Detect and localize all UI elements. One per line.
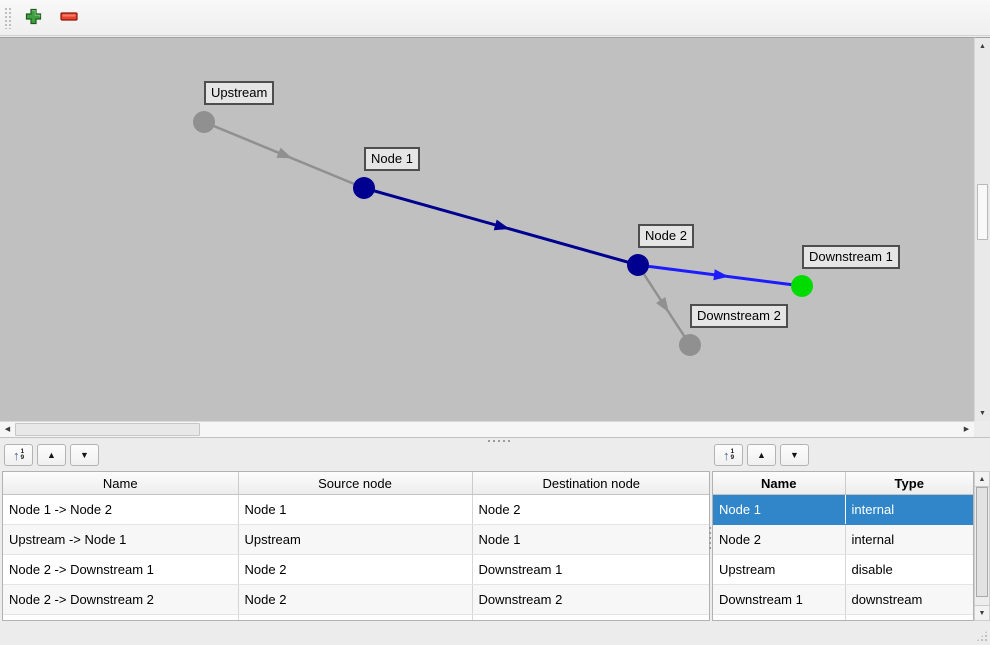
move-down-button[interactable]: ▼ <box>70 444 99 466</box>
empty-row <box>3 614 709 620</box>
table-cell[interactable]: Downstream 2 <box>472 584 709 615</box>
table-cell[interactable]: internal <box>845 524 973 555</box>
up-arrow-icon: ▲ <box>757 449 766 460</box>
add-button[interactable] <box>19 4 47 32</box>
column-header[interactable]: Name <box>3 472 239 495</box>
table-cell[interactable]: Node 2 -> Downstream 2 <box>3 584 239 615</box>
table-cell[interactable]: Node 1 <box>238 494 473 525</box>
horizontal-scroll-thumb[interactable] <box>15 423 200 436</box>
move-up-button[interactable]: ▲ <box>747 444 776 466</box>
table-cell[interactable]: Upstream -> Node 1 <box>3 524 239 555</box>
toolbar-drag-handle[interactable] <box>4 6 11 29</box>
empty-row <box>713 614 973 620</box>
window-resize-grip[interactable] <box>976 630 988 642</box>
splitter-grip-icon <box>488 440 490 442</box>
graph-node[interactable] <box>679 334 701 356</box>
splitter-grip-icon <box>709 527 711 529</box>
vertical-splitter[interactable] <box>709 471 712 621</box>
down-arrow-icon: ▼ <box>979 409 986 417</box>
down-arrow-icon: ▼ <box>790 449 799 460</box>
table-cell[interactable]: Downstream 1 <box>713 584 846 615</box>
table-scroll-thumb[interactable] <box>976 487 988 597</box>
vertical-scroll-thumb[interactable] <box>977 184 988 240</box>
graph-svg <box>193 111 813 356</box>
canvas-horizontal-scrollbar[interactable]: ◀ ▶ <box>0 421 974 437</box>
table-cell[interactable]: Upstream <box>713 554 846 585</box>
table-cell[interactable]: Node 2 <box>238 584 473 615</box>
move-up-button[interactable]: ▲ <box>37 444 66 466</box>
graph-node[interactable] <box>791 275 813 297</box>
table-cell[interactable]: Node 2 <box>713 524 846 555</box>
graph-node[interactable] <box>193 111 215 133</box>
table-cell[interactable]: Node 1 <box>472 524 709 555</box>
up-arrow-icon: ▲ <box>979 42 986 50</box>
edge-arrow-icon <box>493 219 510 231</box>
scroll-up-button[interactable]: ▲ <box>975 472 989 487</box>
scroll-left-button[interactable]: ◀ <box>1 422 14 437</box>
table-cell[interactable]: Node 1 <box>713 494 846 525</box>
remove-button[interactable] <box>55 4 83 32</box>
scroll-right-button[interactable]: ▶ <box>960 422 973 437</box>
down-arrow-icon: ▼ <box>80 449 89 460</box>
table-cell[interactable]: internal <box>845 494 973 525</box>
left-arrow-icon: ◀ <box>4 426 11 433</box>
scroll-down-button[interactable]: ▼ <box>975 605 989 620</box>
horizontal-splitter[interactable] <box>0 437 990 443</box>
down-arrow-icon: ▼ <box>978 609 986 617</box>
column-header[interactable]: Name <box>713 472 846 495</box>
column-header[interactable]: Source node <box>238 472 473 495</box>
main-toolbar <box>0 0 990 36</box>
node-label[interactable]: Downstream 1 <box>802 245 900 269</box>
scroll-down-button[interactable]: ▼ <box>975 406 990 420</box>
up-arrow-icon: ▲ <box>978 475 986 483</box>
edge-arrow-icon <box>656 297 669 313</box>
minus-icon <box>60 8 78 28</box>
right-arrow-icon: ▶ <box>963 426 970 433</box>
move-down-button[interactable]: ▼ <box>780 444 809 466</box>
table-cell[interactable]: Node 2 -> Downstream 1 <box>3 554 239 585</box>
table-cell[interactable]: downstream <box>845 584 973 615</box>
column-header[interactable]: Destination node <box>472 472 709 495</box>
graph-node[interactable] <box>627 254 649 276</box>
table-cell[interactable]: Node 2 <box>472 494 709 525</box>
plus-icon <box>25 8 42 28</box>
nodes-table-scrollbar[interactable]: ▲ ▼ <box>974 471 990 621</box>
node-label[interactable]: Upstream <box>204 81 275 105</box>
scroll-up-button[interactable]: ▲ <box>975 39 990 53</box>
edge-arrow-icon <box>713 269 729 281</box>
graph-node[interactable] <box>353 177 375 199</box>
node-label[interactable]: Node 2 <box>638 224 694 248</box>
up-arrow-icon: ▲ <box>47 449 56 460</box>
node-label[interactable]: Node 1 <box>364 147 420 171</box>
table-cell[interactable]: Upstream <box>238 524 473 555</box>
column-header[interactable]: Type <box>845 472 973 495</box>
table-cell[interactable]: Downstream 1 <box>472 554 709 585</box>
edge-arrow-icon <box>276 147 293 159</box>
table-cell[interactable]: disable <box>845 554 973 585</box>
table-cell[interactable]: Node 1 -> Node 2 <box>3 494 239 525</box>
node-label[interactable]: Downstream 2 <box>690 304 788 328</box>
table-cell[interactable]: Node 2 <box>238 554 473 585</box>
canvas-vertical-scrollbar[interactable]: ▲ ▼ <box>974 37 990 421</box>
